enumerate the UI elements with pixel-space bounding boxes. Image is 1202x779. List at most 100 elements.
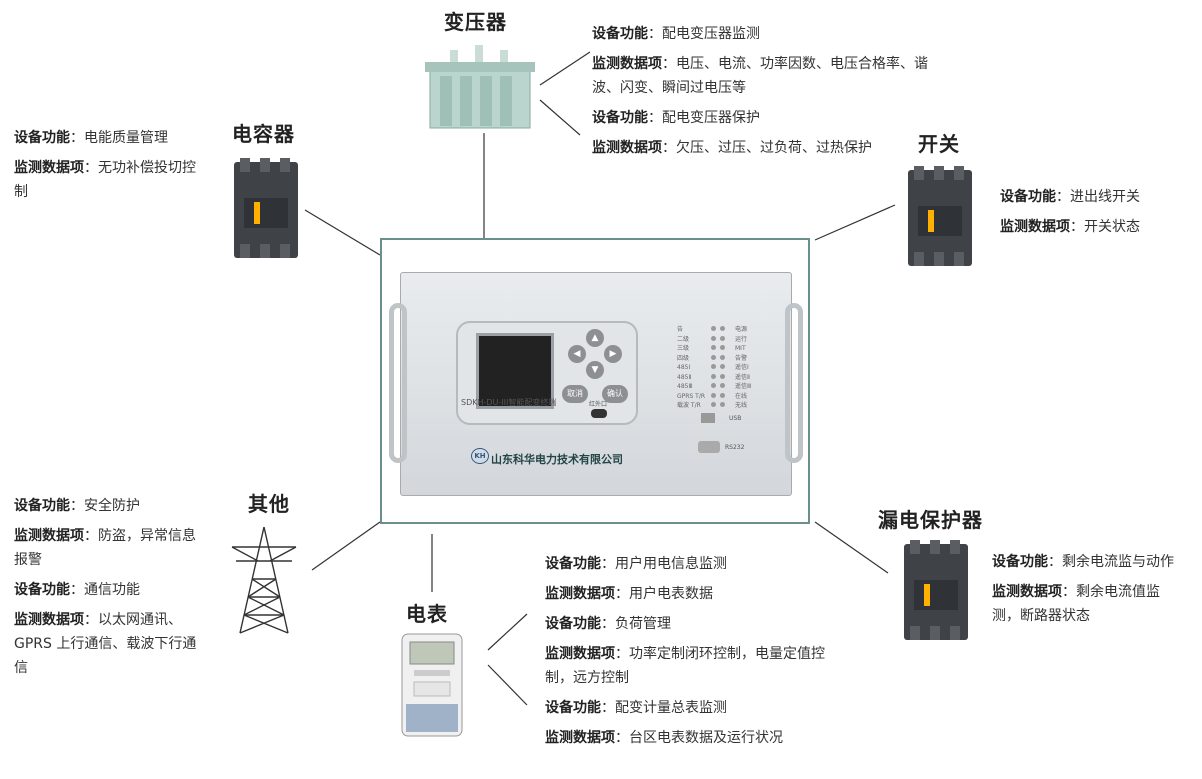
electric-meter-image [401,633,463,737]
meter-data-3: ：台区电表数据及运行状况 [615,730,783,746]
led-label: 三级 [677,345,690,352]
transformer-func-2: ：配电变压器保护 [648,110,760,126]
led-label: 遥信Ⅰ [735,364,749,371]
meter-func-key-3: 设备功能 [545,700,601,716]
ir-port [591,409,607,418]
line-meter-func2 [487,664,528,706]
leakage-protector-image [904,540,968,640]
other-data-key-1: 监测数据项 [14,528,84,544]
transformer-data-2: ：欠压、过压、过负荷、过热保护 [662,140,872,156]
terminal-frame: ▲ ◀ ▶ ▼ 取消 确认 红外口 SDKH-DU-III智能配变终端 KH 山… [380,238,810,524]
leakage-title: 漏电保护器 [878,508,983,532]
meter-title: 电表 [406,602,448,626]
led-label: 告警 [735,354,748,362]
led-label: GPRS T/R [677,392,706,400]
transformer-func-1: ：配电变压器监测 [648,26,760,42]
line-switch [814,204,896,241]
led-right-column: 电源 运行 MIT 告警 遥信Ⅰ 遥信Ⅱ 遥信Ⅲ 在线 无线 [735,325,751,411]
other-func-2: ：通信功能 [70,582,140,598]
leakage-data-key: 监测数据项 [992,584,1062,600]
usb-label: USB [729,415,742,422]
capacitor-func-key: 设备功能 [14,130,70,146]
transformer-func-key-1: 设备功能 [592,26,648,42]
transformer-data-1: ：电压、电流、功率因数、电压合格率、谐波、闪变、瞬间过电压等 [592,56,928,96]
other-info: 设备功能：安全防护 监测数据项：防盗，异常信息报警 设备功能：通信功能 监测数据… [14,494,209,686]
meter-func-1: ：用户用电信息监测 [601,556,727,572]
rs232-label: RS232 [725,444,745,451]
led-label: 四级 [677,354,690,362]
capacitor-title: 电容器 [232,122,295,146]
led-label: 载波 T/R [677,402,701,409]
rs232-port [698,441,720,453]
led-label: 485Ⅰ [677,364,691,371]
led-left-column: 告 二级 三级 四级 485Ⅰ 485Ⅱ 485Ⅲ GPRS T/R 载波 T/… [677,325,705,411]
line-leakage [814,521,889,574]
right-arrow-icon: ▶ [604,345,622,363]
leakage-func-key: 设备功能 [992,554,1048,570]
led-label: 二级 [677,335,690,343]
left-arrow-icon: ◀ [568,345,586,363]
switch-image [908,166,972,266]
line-other [311,521,381,571]
meter-data-1: ：用户电表数据 [615,586,713,602]
other-data-key-2: 监测数据项 [14,612,84,628]
left-handle [389,303,407,463]
other-title: 其他 [248,492,290,516]
lcd-screen [476,333,554,409]
meter-func-3: ：配变计量总表监测 [601,700,727,716]
transformer-func-key-2: 设备功能 [592,110,648,126]
other-func-key-1: 设备功能 [14,498,70,514]
line-transformer-func2 [539,99,581,136]
other-data-1: ：防盗，异常信息报警 [14,528,196,568]
switch-title: 开关 [918,132,960,156]
other-data-2: ：以太网通讯、GPRS 上行通信、载波下行通信 [14,612,197,676]
cancel-key: 取消 [562,385,588,403]
leakage-data: ：剩余电流值监测，断路器状态 [992,584,1160,624]
usb-port [701,413,715,423]
transformer-image [425,45,535,129]
capacitor-data-key: 监测数据项 [14,160,84,176]
meter-func-key-1: 设备功能 [545,556,601,572]
transformer-info: 设备功能：配电变压器监测 监测数据项：电压、电流、功率因数、电压合格率、谐波、闪… [592,22,942,166]
power-tower-icon [231,526,297,634]
transformer-title: 变压器 [444,10,507,34]
meter-func-key-2: 设备功能 [545,616,601,632]
switch-info: 设备功能：进出线开关 监测数据项：开关状态 [1000,185,1190,245]
line-transformer-func1 [539,51,591,86]
switch-data-key: 监测数据项 [1000,219,1070,235]
other-func-1: ：安全防护 [70,498,140,514]
meter-data-key-2: 监测数据项 [545,646,615,662]
line-meter-func1 [487,613,528,651]
screen-keypad-area: ▲ ◀ ▶ ▼ 取消 确认 [456,321,638,425]
led-indicators [709,325,727,411]
meter-data-2: ：功率定制闭环控制，电量定值控制，远方控制 [545,646,825,686]
meter-info: 设备功能：用户用电信息监测 监测数据项：用户电表数据 设备功能：负荷管理 监测数… [545,552,835,756]
led-label: 485Ⅲ [677,383,693,390]
led-label: 无线 [735,402,748,409]
ir-label: 红外口 [589,401,608,408]
down-arrow-icon: ▼ [586,361,604,379]
led-label: MIT [735,345,746,352]
leakage-func: ：剩余电流监与动作 [1048,554,1174,570]
meter-data-key-1: 监测数据项 [545,586,615,602]
line-capacitor [304,209,381,256]
transformer-data-key-1: 监测数据项 [592,56,662,72]
led-label: 遥信Ⅲ [735,383,752,390]
led-label: 电源 [735,326,748,333]
meter-func-2: ：负荷管理 [601,616,671,632]
led-label: 告 [677,326,684,333]
capacitor-data: ：无功补偿投切控制 [14,160,196,200]
led-label: 485Ⅱ [677,373,692,381]
up-arrow-icon: ▲ [586,329,604,347]
capacitor-image [234,158,298,258]
terminal-model: SDKH-DU-III智能配变终端 [461,398,557,407]
meter-data-key-3: 监测数据项 [545,730,615,746]
leakage-info: 设备功能：剩余电流监与动作 监测数据项：剩余电流值监测，断路器状态 [992,550,1182,634]
capacitor-info: 设备功能：电能质量管理 监测数据项：无功补偿投切控制 [14,126,204,210]
switch-func: ：进出线开关 [1056,189,1140,205]
confirm-key: 确认 [602,385,628,403]
terminal-device: ▲ ◀ ▶ ▼ 取消 确认 红外口 SDKH-DU-III智能配变终端 KH 山… [389,272,803,496]
right-handle [785,303,803,463]
switch-data: ：开关状态 [1070,219,1140,235]
